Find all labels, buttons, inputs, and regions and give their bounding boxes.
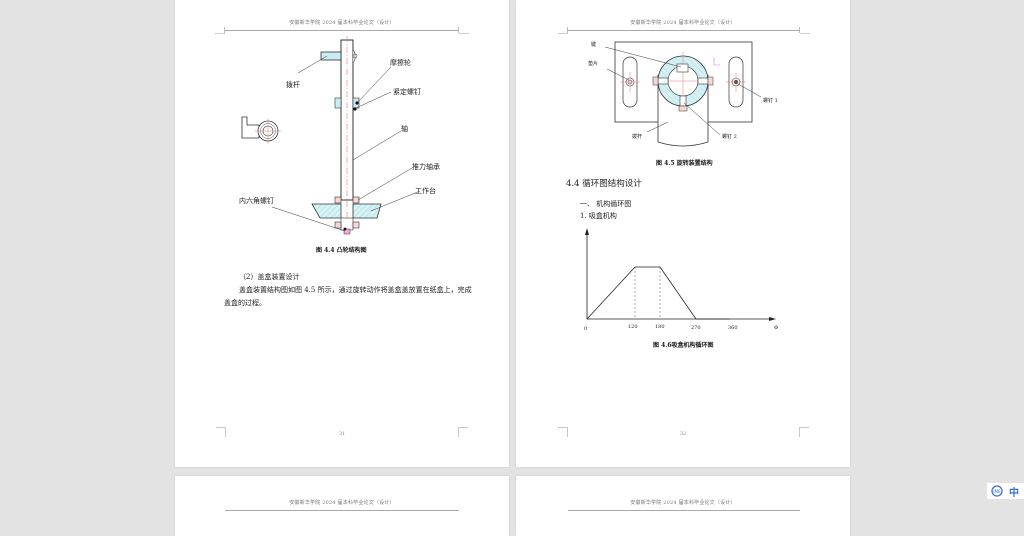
x-tick-120: 120 xyxy=(628,324,638,330)
svg-text:IME: IME xyxy=(993,489,1001,494)
page-header-text: 安徽新华学院 2024 届本科毕业论文（设计） xyxy=(630,20,736,26)
cycle-chart xyxy=(585,228,776,321)
header-mark xyxy=(224,27,225,33)
document-page-32: 安徽新华学院 2024 届本科毕业论文（设计） xyxy=(516,0,850,467)
figure-caption-4-5: 图 4.5 旋转装置结构 xyxy=(656,160,713,167)
x-tick-180: 180 xyxy=(655,324,665,330)
cycle-line xyxy=(586,266,730,320)
x-tick-270: 270 xyxy=(691,325,701,331)
margin-mark xyxy=(458,427,468,437)
body-paragraph-line: 盖盒装置结构图如图 4.5 所示，通过旋转动作将盖盒盖放置在纸盒上，完成 xyxy=(239,286,472,294)
header-rule xyxy=(568,30,800,31)
page-header-text: 安徽新华学院 2024 届本科毕业论文（设计） xyxy=(289,20,395,26)
label-shaft: 轴 xyxy=(401,125,408,133)
page-header-text: 安徽新华学院 2024 届本科毕业论文（设计） xyxy=(289,500,395,506)
sub-heading: 一、 机构循环图 xyxy=(580,200,632,208)
ime-indicator[interactable]: IME 中 xyxy=(987,483,1024,499)
header-mark xyxy=(558,33,568,34)
margin-mark xyxy=(558,427,568,437)
document-page-34: 安徽新华学院 2024 届本科毕业论文（设计） xyxy=(516,476,850,536)
label-screw-2: 螺钉 2 xyxy=(722,134,737,140)
page-header-text: 安徽新华学院 2024 届本科毕业论文（设计） xyxy=(630,500,736,506)
page-number: 31 xyxy=(338,431,346,437)
cam-structure-drawing xyxy=(241,36,421,235)
document-page-31: 安徽新华学院 2024 届本科毕业论文（设计） xyxy=(175,0,509,467)
header-mark xyxy=(567,27,568,33)
label-washer: 垫片 xyxy=(588,61,599,67)
label-lever: 拨杆 xyxy=(286,81,300,89)
header-mark xyxy=(800,33,810,34)
label-thrust-bearing: 推力轴承 xyxy=(412,163,440,171)
header-mark xyxy=(215,33,225,34)
label-key: 键 xyxy=(591,42,597,48)
x-tick-0: 0 xyxy=(584,326,588,332)
label-set-screw: 紧定螺钉 xyxy=(393,88,421,96)
label-hex-socket-screw: 内六角螺钉 xyxy=(239,197,274,205)
x-tick-360: 360 xyxy=(728,325,738,331)
figure-caption-4-6: 图 4.6吸盒机构循环图 xyxy=(653,342,714,349)
label-lever: 拨杆 xyxy=(632,134,643,140)
label-screw-1: 螺钉 1 xyxy=(763,98,778,104)
ime-language-toggle[interactable]: 中 xyxy=(1009,487,1019,499)
figure-caption-4-4: 图 4.4 凸轮结构图 xyxy=(316,247,367,254)
header-rule xyxy=(225,30,459,31)
label-friction-wheel: 摩擦轮 xyxy=(390,59,411,67)
input-method-icon[interactable]: IME xyxy=(991,485,1003,497)
section-title: 4.4 循环图结构设计 xyxy=(566,179,642,189)
margin-mark xyxy=(216,427,226,437)
x-axis-label: Φ xyxy=(774,325,779,331)
document-page-33: 安徽新华学院 2024 届本科毕业论文（设计） xyxy=(175,476,509,536)
rotating-device-drawing xyxy=(604,41,762,147)
body-paragraph-line: 盖盒的过程。 xyxy=(224,299,266,307)
page-number: 32 xyxy=(679,431,687,437)
sub-heading: 1. 吸盒机构 xyxy=(580,212,617,220)
label-worktable: 工作台 xyxy=(415,187,436,195)
section-heading: （2）盖盒装置设计 xyxy=(239,273,300,281)
margin-mark xyxy=(799,427,809,437)
header-mark xyxy=(459,33,469,34)
